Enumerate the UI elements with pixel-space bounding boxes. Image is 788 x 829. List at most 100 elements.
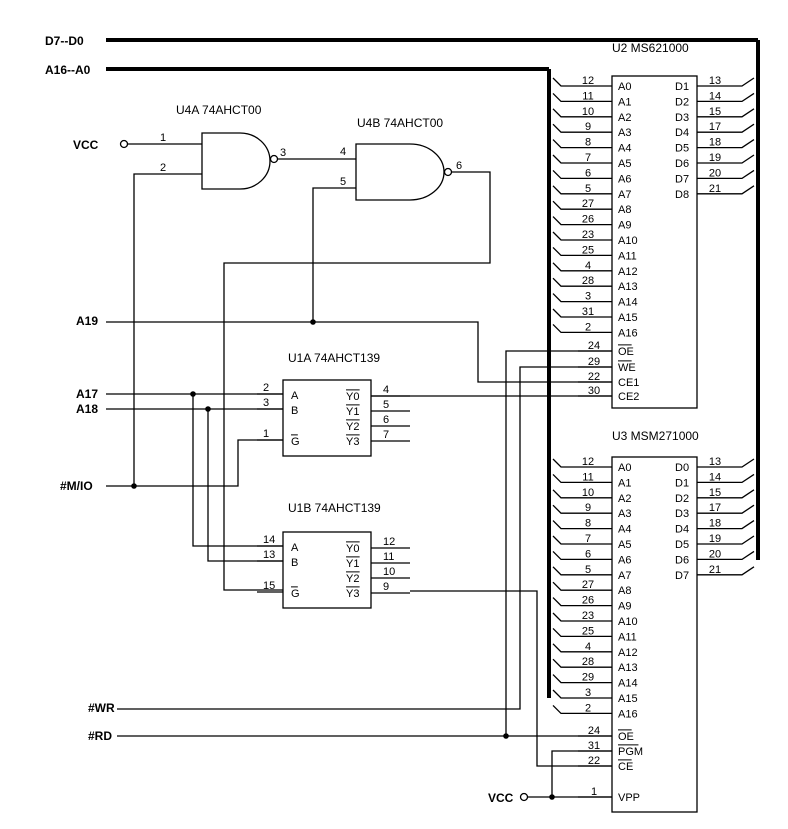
u3-address-pin-name: A12 <box>618 647 638 659</box>
u3-eprom-chip <box>611 456 698 813</box>
u2-data-pin-num: 14 <box>709 90 721 102</box>
u3-address-pin-num: 26 <box>582 595 594 607</box>
u1a-output-pin-num: 5 <box>383 399 389 411</box>
u3-data-pin-name: D5 <box>675 539 689 551</box>
u3-address-line <box>552 535 612 545</box>
u2-address-line <box>552 216 612 226</box>
u3-address-line <box>552 489 612 499</box>
u3-address-line <box>552 689 612 699</box>
u4a-pin2: 2 <box>160 162 166 174</box>
u3-data-pin-num: 18 <box>709 518 721 530</box>
u1a-input-name: B <box>291 405 298 417</box>
u3-address-pin-name: A4 <box>618 524 631 536</box>
u3-address-line <box>552 612 612 622</box>
u1b-input-pin-num: 14 <box>263 534 275 546</box>
u2-address-pin-name: A9 <box>618 220 631 232</box>
u3-address-pin-name: A6 <box>618 554 631 566</box>
u1a-decoder <box>282 379 372 457</box>
u3-address-line <box>552 704 612 715</box>
u3-address-line <box>552 566 612 576</box>
u3-data-line <box>697 504 755 514</box>
u2-data-line <box>697 92 755 103</box>
u2-address-pin-name: A7 <box>618 189 631 201</box>
u3-address-line <box>552 504 612 514</box>
u2-address-line <box>552 231 612 241</box>
u3-address-line <box>552 550 612 561</box>
u3-control-pin-name: OE <box>618 731 634 743</box>
u1b-input-pin-num: 13 <box>263 549 275 561</box>
u1b-input-name: B <box>291 557 298 569</box>
u3-data-line <box>697 566 755 576</box>
u3-data-line <box>697 550 755 561</box>
u4b-pin6: 6 <box>456 160 462 172</box>
u1b-input-name: A <box>291 542 299 554</box>
u3-address-line <box>552 658 612 668</box>
u2-address-line <box>552 200 612 210</box>
u2-address-pin-num: 3 <box>585 291 591 303</box>
u3-control-pin-num: 31 <box>588 740 600 752</box>
u2-data-pin-num: 19 <box>709 152 721 164</box>
u3-data-line <box>697 489 755 499</box>
u1a-output-name: Y2 <box>346 421 359 433</box>
u3-address-pin-num: 25 <box>582 625 594 637</box>
u2-address-pin-name: A4 <box>618 143 631 155</box>
u2-data-line <box>697 185 755 195</box>
u1a-output-pin-num: 7 <box>383 429 389 441</box>
u2-address-line <box>552 77 612 87</box>
u2-title: U2 MS621000 <box>612 41 689 55</box>
u1a-output-name: Y0 <box>346 391 359 403</box>
u2-address-pin-name: A16 <box>618 327 638 339</box>
u2-address-line <box>552 262 612 272</box>
u1a-input-pin-num: 2 <box>263 382 269 394</box>
u2-address-line <box>552 246 612 257</box>
u3-control-pin-name: VPP <box>618 792 640 804</box>
u3-address-pin-num: 4 <box>585 641 591 653</box>
u1a-title: U1A 74AHCT139 <box>288 351 380 365</box>
u2-address-pin-num: 26 <box>582 214 594 226</box>
vcc-bottom-label: VCC <box>488 791 514 805</box>
u2-address-pin-name: A0 <box>618 81 631 93</box>
u1a-output-pin-num: 6 <box>383 414 389 426</box>
u2-control-pin-name: CE1 <box>618 377 639 389</box>
u3-address-pin-name: A8 <box>618 585 631 597</box>
u2-control-pin-name: WE <box>618 362 636 374</box>
u3-address-line <box>552 581 612 591</box>
u3-address-line <box>552 473 612 484</box>
u2-address-pin-num: 9 <box>585 121 591 133</box>
u2-address-pin-name: A13 <box>618 281 638 293</box>
u2-address-pin-num: 31 <box>582 306 594 318</box>
u2-data-line <box>697 154 755 164</box>
vcc-bottom-terminal <box>519 792 529 802</box>
u3-data-pin-name: D2 <box>675 493 689 505</box>
u3-data-pin-num: 17 <box>709 502 721 514</box>
u3-data-pin-num: 21 <box>709 564 721 576</box>
u4b-nand-gate <box>355 143 445 201</box>
u1b-output-pin-num: 12 <box>383 536 395 548</box>
u3-control-pin-num: 1 <box>591 786 597 798</box>
u3-data-pin-num: 13 <box>709 456 721 468</box>
u3-address-pin-name: A1 <box>618 477 631 489</box>
u2-data-pin-name: D2 <box>675 96 689 108</box>
u4a-nand-gate <box>201 132 271 190</box>
u2-data-pin-name: D7 <box>675 173 689 185</box>
u3-data-line <box>697 535 755 545</box>
u2-control-pin-num: 30 <box>588 385 600 397</box>
u1b-output-pin-num: 9 <box>383 581 389 593</box>
u1b-title: U1B 74AHCT139 <box>288 501 381 515</box>
u2-data-pin-name: D8 <box>675 189 689 201</box>
rd-label: #RD <box>88 729 112 743</box>
u3-address-pin-name: A14 <box>618 678 638 690</box>
u3-address-pin-num: 28 <box>582 656 594 668</box>
u3-address-pin-name: A3 <box>618 508 631 520</box>
u2-control-pin-num: 24 <box>588 340 600 352</box>
u4a-title: U4A 74AHCT00 <box>176 103 262 117</box>
a18-label: A18 <box>76 402 98 416</box>
u2-data-line <box>697 77 755 87</box>
u3-title: U3 MSM271000 <box>612 429 699 443</box>
u2-data-pin-num: 21 <box>709 183 721 195</box>
u3-data-pin-name: D6 <box>675 554 689 566</box>
u2-address-pin-num: 6 <box>585 167 591 179</box>
u3-address-line <box>552 458 612 468</box>
u1b-output-pin-num: 10 <box>383 566 395 578</box>
